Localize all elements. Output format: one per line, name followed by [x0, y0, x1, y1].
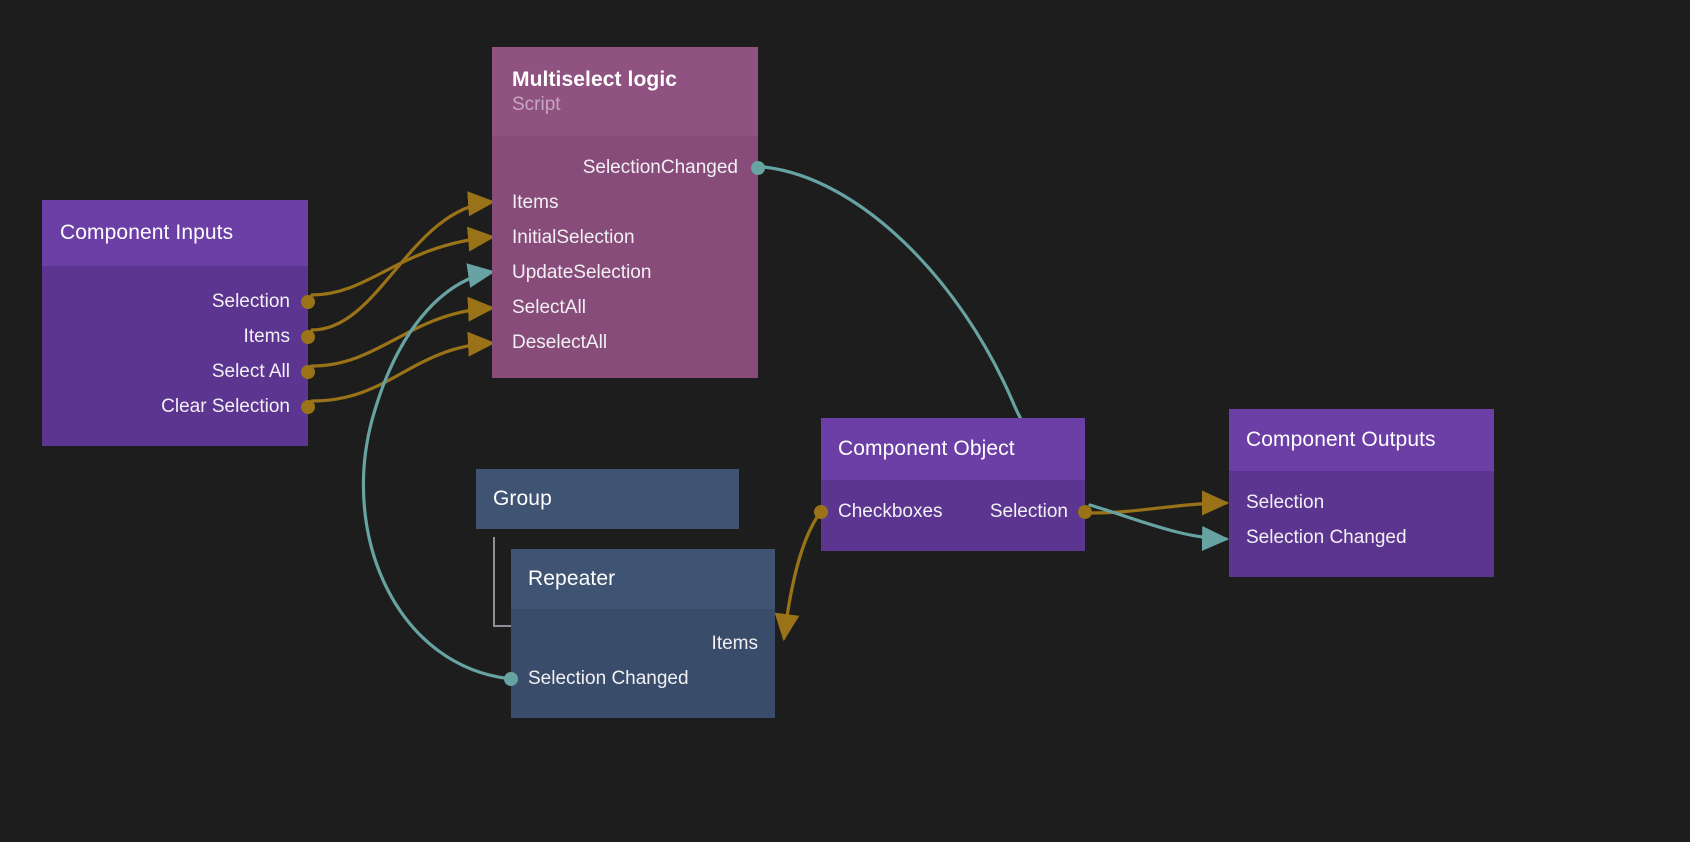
node-body-repeater: Items Selection Changed: [504, 609, 775, 718]
node-subtitle-script: Script: [512, 94, 561, 115]
node-repeater[interactable]: Repeater Items Selection Changed: [504, 549, 775, 718]
port-label-selectionchanged: SelectionChanged: [582, 156, 738, 178]
wire-selectall-to-selectall: [310, 296, 496, 368]
node-title-group: Group: [493, 487, 552, 510]
port-label-select-all: Select All: [211, 360, 290, 382]
wire-selection-to-initialselection: [310, 226, 496, 297]
port-dot-items[interactable]: [301, 329, 315, 344]
port-label-out-selection: Selection: [1246, 491, 1325, 513]
node-title-repeater: Repeater: [528, 567, 616, 590]
node-title-component-object: Component Object: [838, 437, 1015, 460]
port-label-repeater-items: Items: [711, 632, 758, 654]
port-dot-selectionchanged[interactable]: [751, 160, 765, 175]
node-body-component-outputs: Selection Selection Changed: [1229, 471, 1494, 577]
port-row-input-items[interactable]: Items: [512, 185, 738, 220]
node-group[interactable]: Group: [476, 469, 739, 529]
port-label-in-deselectall: DeselectAll: [512, 331, 608, 353]
node-body-multiselect-logic: SelectionChanged Items InitialSelection …: [492, 136, 765, 378]
node-header-multiselect-logic: Multiselect logic Script: [492, 47, 758, 136]
port-row-output-selection[interactable]: Selection: [60, 284, 315, 319]
port-row-input-updateselection[interactable]: UpdateSelection: [512, 255, 738, 290]
port-row-object-ports[interactable]: Checkboxes Selection: [814, 494, 1092, 529]
port-row-repeater-selection-changed[interactable]: Selection Changed: [504, 661, 758, 696]
node-title-component-inputs: Component Inputs: [60, 221, 234, 244]
port-dot-selection[interactable]: [301, 294, 315, 309]
port-label-clear-selection: Clear Selection: [161, 395, 290, 417]
port-row-input-selectall[interactable]: SelectAll: [512, 290, 738, 325]
node-component-inputs[interactable]: Component Inputs Selection Items Select …: [42, 200, 315, 446]
port-label-in-initialselection: InitialSelection: [512, 226, 635, 248]
port-row-output-selection-final[interactable]: Selection: [1246, 485, 1477, 520]
wire-objectselection-to-output-selection: [1088, 490, 1230, 516]
port-label-repeater-selection-changed: Selection Changed: [528, 667, 689, 689]
node-header-repeater: Repeater: [511, 549, 775, 609]
wire-checkboxes-to-repeater-items: [774, 511, 822, 642]
port-label-in-items: Items: [512, 191, 559, 213]
group-child-bracket: [493, 537, 515, 627]
port-label-checkboxes: Checkboxes: [838, 500, 943, 522]
port-label-out-selection-changed: Selection Changed: [1246, 526, 1407, 548]
node-body-component-object: Checkboxes Selection: [814, 480, 1092, 551]
wire-clearselection-to-deselectall: [310, 331, 496, 403]
node-title-component-outputs: Component Outputs: [1246, 428, 1436, 451]
port-label-selection: Selection: [211, 290, 290, 312]
node-header-component-inputs: Component Inputs: [42, 200, 308, 266]
wire-items-to-items: [310, 191, 496, 332]
node-title-multiselect-logic: Multiselect logic: [512, 68, 678, 91]
port-row-output-selection-changed[interactable]: Selection Changed: [1246, 520, 1477, 555]
port-label-object-selection: Selection: [989, 500, 1068, 522]
port-dot-clear-selection[interactable]: [301, 399, 315, 414]
wire-selectionchanged-to-component-object: [762, 165, 1038, 434]
port-row-output-clear-selection[interactable]: Clear Selection: [60, 389, 315, 424]
node-component-outputs[interactable]: Component Outputs Selection Selection Ch…: [1229, 409, 1494, 577]
port-label-items: Items: [243, 325, 290, 347]
port-dot-select-all[interactable]: [301, 364, 315, 379]
node-header-component-object: Component Object: [821, 418, 1085, 480]
node-multiselect-logic[interactable]: Multiselect logic Script SelectionChange…: [492, 47, 765, 378]
wire-objectselection-to-output-selectionchanged: [1088, 503, 1230, 551]
node-body-component-inputs: Selection Items Select All Clear Selecti…: [42, 266, 315, 446]
node-component-object[interactable]: Component Object Checkboxes Selection: [814, 418, 1092, 551]
port-row-repeater-items[interactable]: Items: [528, 626, 758, 661]
port-row-output-select-all[interactable]: Select All: [60, 354, 315, 389]
port-label-in-selectall: SelectAll: [512, 296, 586, 318]
port-dot-repeater-selection-changed[interactable]: [504, 671, 518, 686]
node-header-group: Group: [476, 469, 739, 529]
port-row-input-deselectall[interactable]: DeselectAll: [512, 325, 738, 360]
port-dot-checkboxes[interactable]: [814, 504, 828, 519]
node-header-component-outputs: Component Outputs: [1229, 409, 1494, 471]
port-row-input-initialselection[interactable]: InitialSelection: [512, 220, 738, 255]
port-row-output-items[interactable]: Items: [60, 319, 315, 354]
port-label-in-updateselection: UpdateSelection: [512, 261, 652, 283]
port-row-output-selectionchanged[interactable]: SelectionChanged: [512, 150, 765, 185]
port-dot-object-selection[interactable]: [1078, 504, 1092, 519]
